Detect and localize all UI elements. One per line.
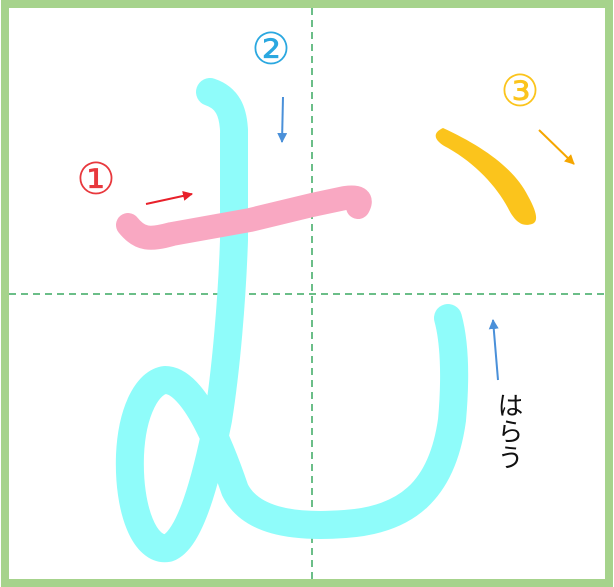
stroke-2-number-label: ② bbox=[251, 24, 290, 75]
stroke-2-path bbox=[115, 78, 469, 563]
stroke-3-number-label: ③ bbox=[500, 66, 539, 117]
stroke-1-number-label: ① bbox=[76, 154, 115, 205]
harau-annotation: はらう bbox=[493, 392, 523, 470]
arrow-right-icon bbox=[145, 191, 193, 205]
arrow-down-icon bbox=[277, 96, 288, 143]
stroke-1-path bbox=[116, 185, 372, 250]
arrow-up-icon bbox=[488, 319, 499, 381]
arrow-down-right-icon bbox=[538, 129, 575, 165]
stroke-3-path bbox=[435, 128, 537, 225]
